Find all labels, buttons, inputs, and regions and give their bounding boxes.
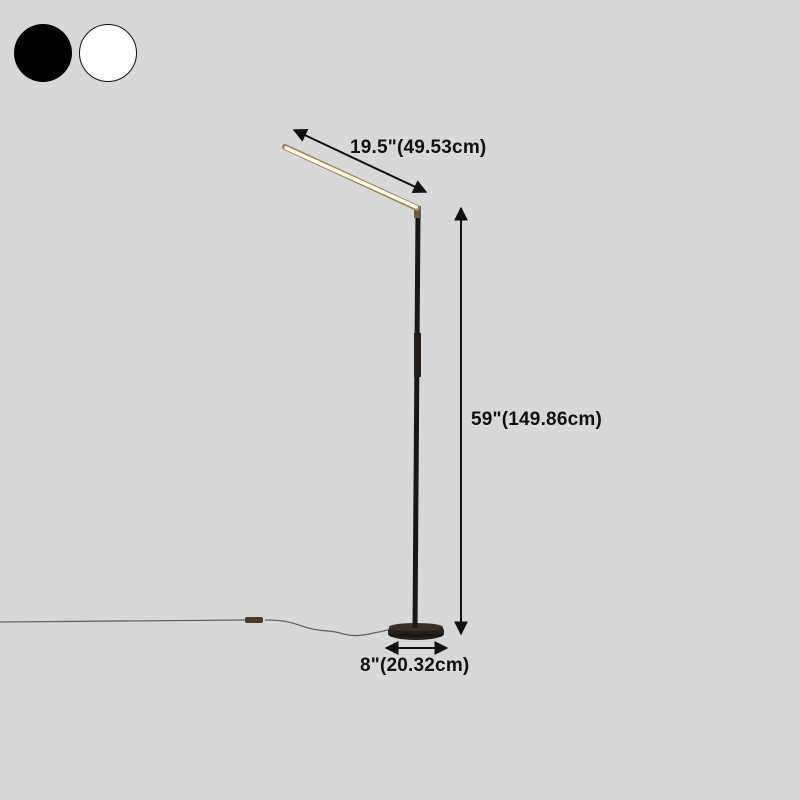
lamp-pole <box>412 206 421 629</box>
height-label: 59"(149.86cm) <box>471 409 602 430</box>
color-swatch-black[interactable] <box>14 24 72 82</box>
color-swatch-white[interactable] <box>79 24 137 82</box>
lamp-base <box>388 623 444 640</box>
inline-switch-icon <box>245 617 263 623</box>
head-length-label: 19.5"(49.53cm) <box>350 137 487 158</box>
width-dimension-arrow <box>292 129 428 193</box>
base-diameter-label: 8"(20.32cm) <box>360 655 470 676</box>
power-cord <box>0 617 389 637</box>
